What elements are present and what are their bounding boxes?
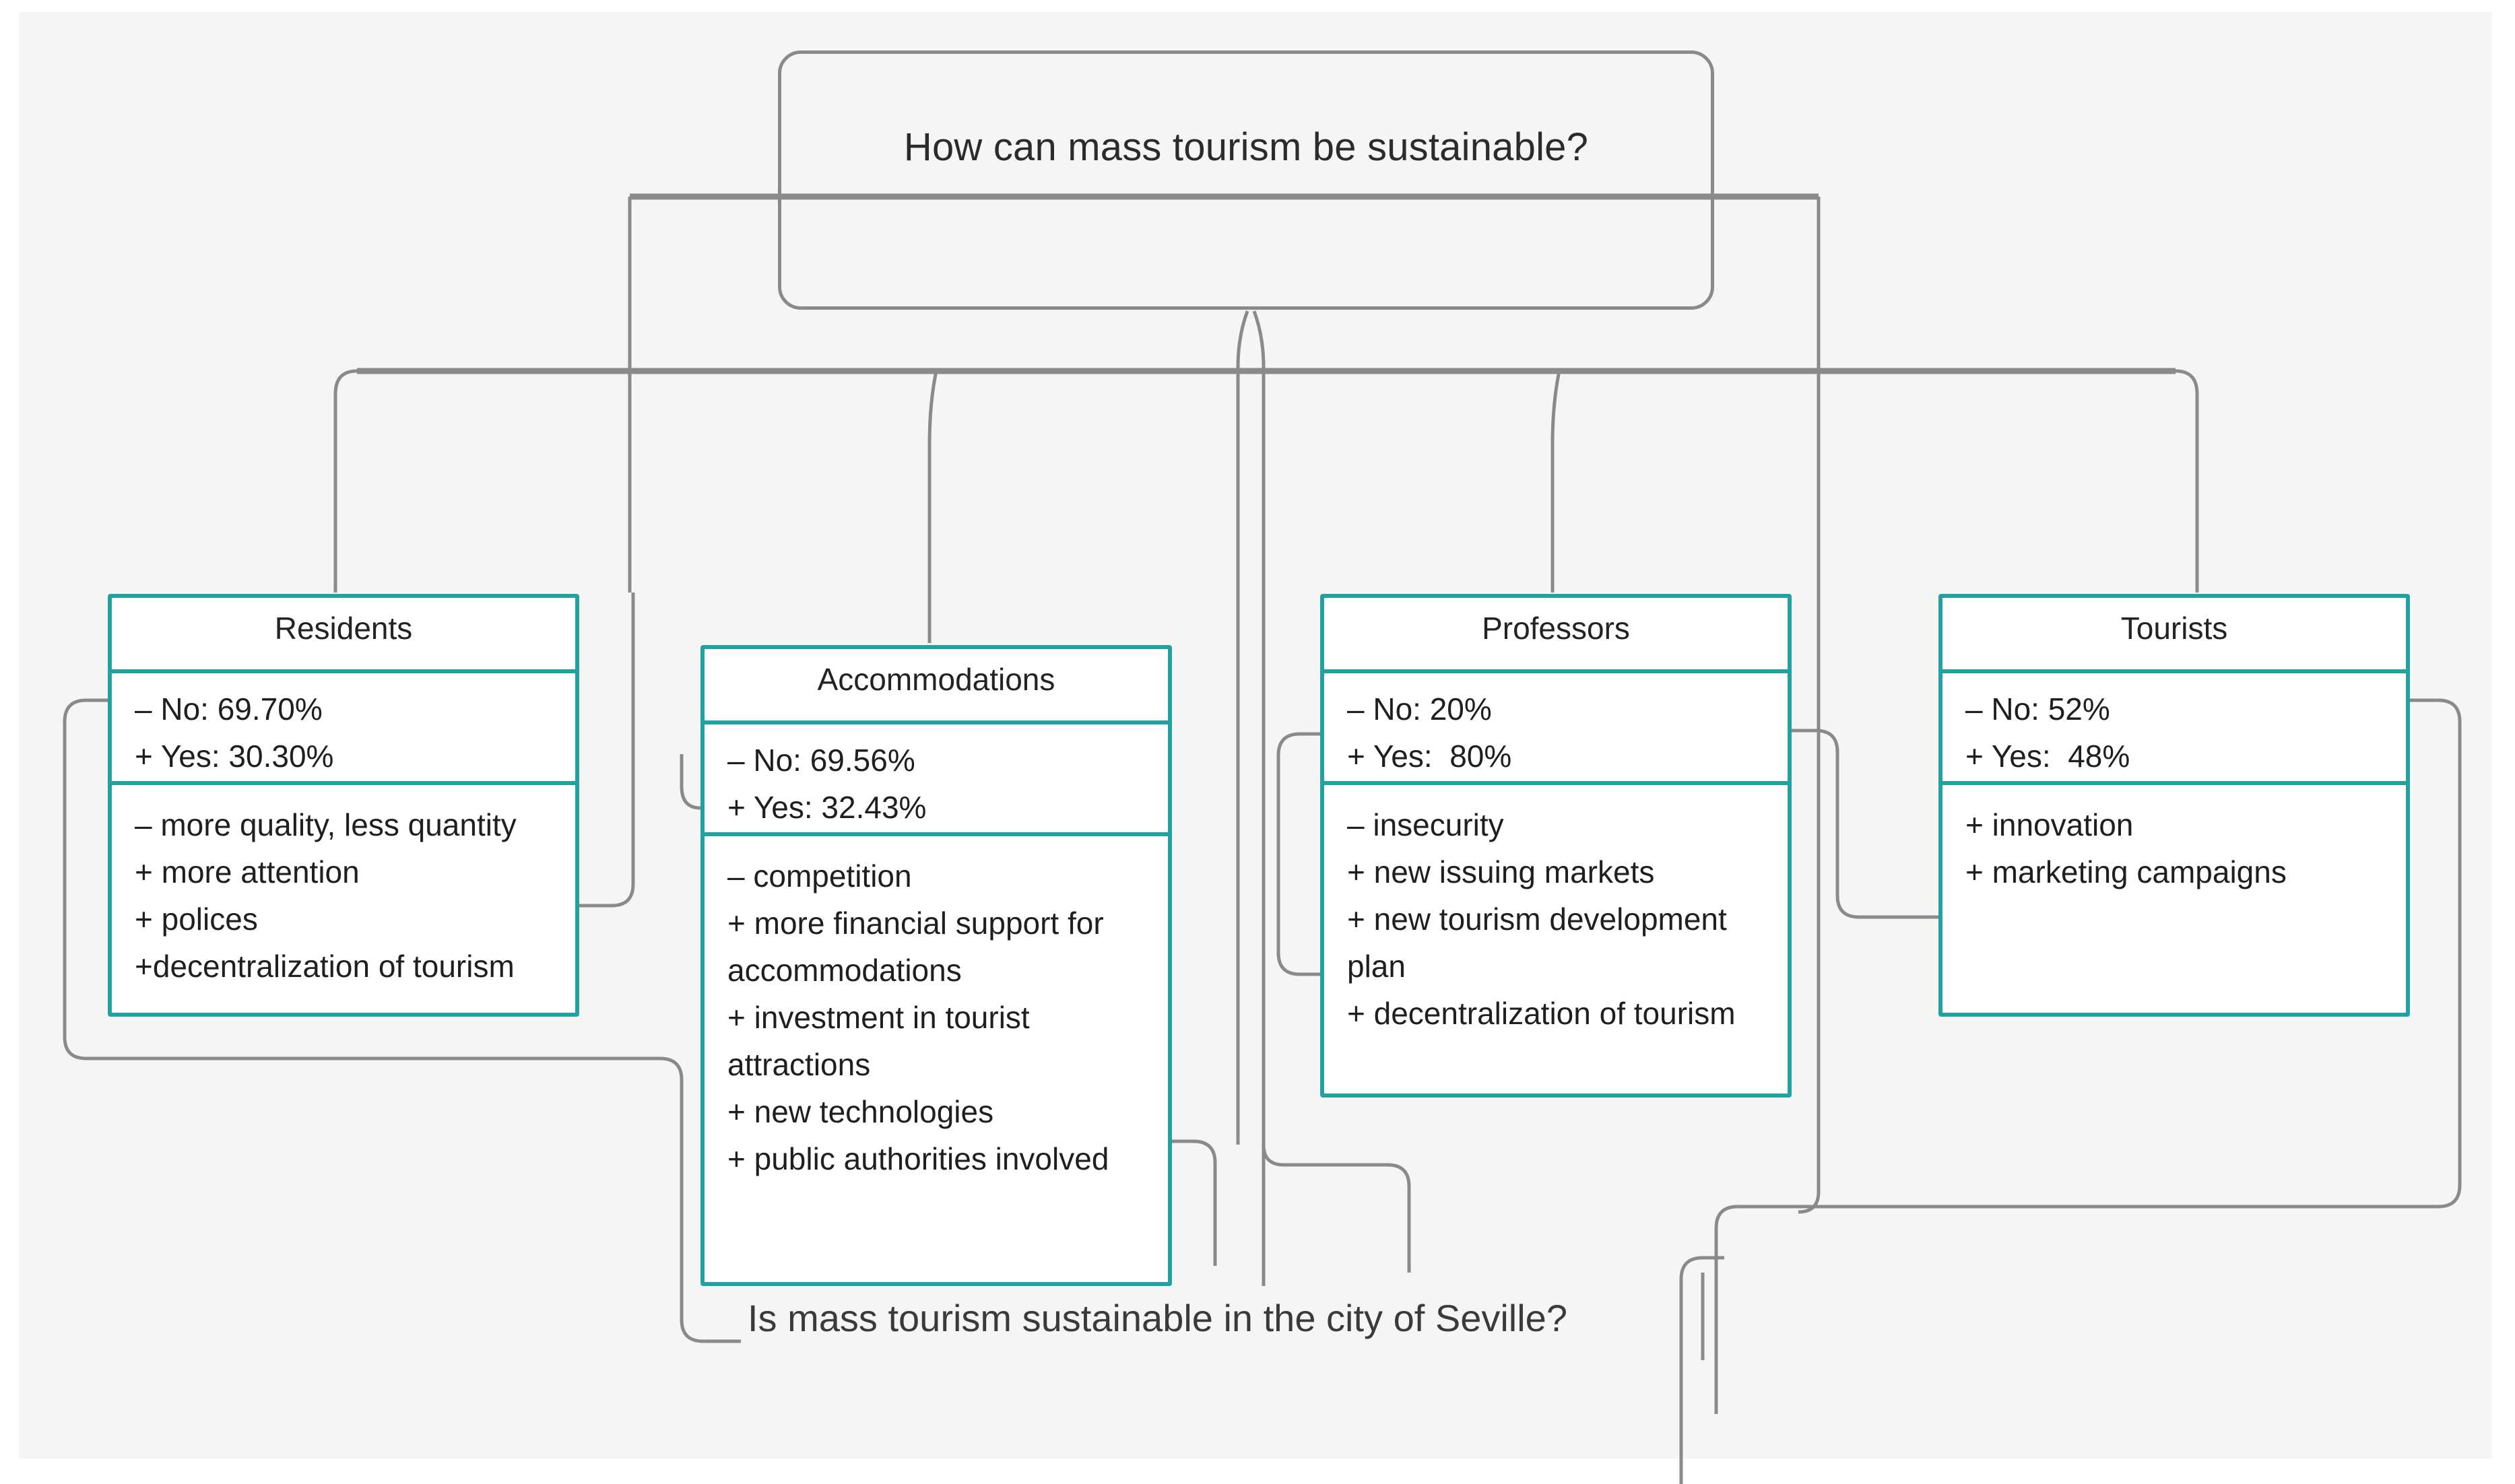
point-line: + new issuing markets [1347, 854, 1655, 889]
point-line: + new tourism development plan [1347, 902, 1736, 984]
stat-line: – No: 20% [1347, 692, 1492, 727]
point-line: – competition [727, 858, 912, 893]
stat-line: – No: 69.56% [727, 743, 915, 778]
bottom-question-label: Is mass tourism sustainable in the city … [748, 1297, 1567, 1339]
point-line: – more quality, less quantity [135, 807, 517, 842]
stat-line: + Yes: 80% [1347, 739, 1512, 774]
entity-title-professors: Professors [1324, 598, 1788, 673]
point-line: + innovation [1965, 807, 2134, 842]
entity-card-professors[interactable]: Professors – No: 20% + Yes: 80% – insecu… [1320, 594, 1792, 1098]
point-line: + new technologies [727, 1094, 994, 1129]
entity-title-residents: Residents [112, 598, 575, 673]
entity-stats-accommodations: – No: 69.56% + Yes: 32.43% [705, 724, 1168, 836]
entity-points-accommodations: – competition + more financial support f… [705, 836, 1168, 1282]
stat-line: + Yes: 48% [1965, 739, 2130, 774]
point-line: + polices [135, 902, 258, 937]
entity-stats-tourists: – No: 52% + Yes: 48% [1942, 673, 2406, 785]
point-line: + decentralization of tourism [1347, 996, 1736, 1031]
point-line: + more financial support for accommodati… [727, 906, 1113, 988]
point-line: + more attention [135, 854, 360, 889]
stat-line: + Yes: 30.30% [135, 739, 334, 774]
entity-stats-residents: – No: 69.70% + Yes: 30.30% [112, 673, 575, 785]
point-line: +decentralization of tourism [135, 949, 515, 984]
entity-card-residents[interactable]: Residents – No: 69.70% + Yes: 30.30% – m… [108, 594, 579, 1017]
stat-line: + Yes: 32.43% [727, 790, 927, 825]
entity-card-accommodations[interactable]: Accommodations – No: 69.56% + Yes: 32.43… [700, 645, 1172, 1286]
entity-card-tourists[interactable]: Tourists – No: 52% + Yes: 48% + innovati… [1938, 594, 2410, 1017]
entity-points-residents: – more quality, less quantity + more att… [112, 785, 575, 1013]
stat-line: – No: 52% [1965, 692, 2110, 727]
entity-stats-professors: – No: 20% + Yes: 80% [1324, 673, 1788, 785]
entity-points-professors: – insecurity + new issuing markets + new… [1324, 785, 1788, 1093]
point-line: + investment in tourist attractions [727, 1000, 1039, 1082]
entity-title-tourists: Tourists [1942, 598, 2406, 673]
point-line: – insecurity [1347, 807, 1504, 842]
point-line: + marketing campaigns [1965, 854, 2287, 889]
point-line: + public authorities involved [727, 1141, 1109, 1176]
stat-line: – No: 69.70% [135, 692, 323, 727]
entity-title-accommodations: Accommodations [705, 649, 1168, 724]
root-question-node [778, 50, 1714, 310]
root-question-label: How can mass tourism be sustainable? [903, 125, 1589, 169]
entity-points-tourists: + innovation + marketing campaigns [1942, 785, 2406, 1013]
